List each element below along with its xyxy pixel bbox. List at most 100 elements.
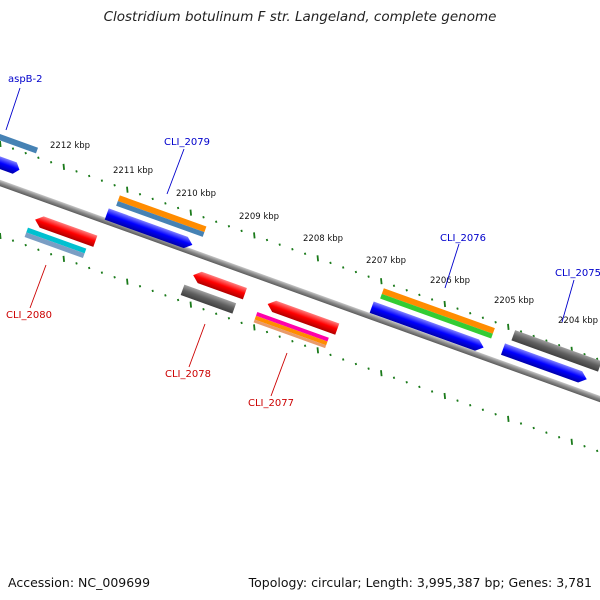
leader-CLI_2075	[561, 279, 575, 323]
ruler-lower-tick	[443, 392, 446, 400]
ruler-lower-tick	[570, 438, 573, 445]
gene-CLI_2080-steel[interactable]	[24, 232, 85, 259]
gene-aspB-2-cds[interactable]	[0, 150, 21, 176]
gene-label-aspB-2[interactable]: aspB-2	[8, 74, 43, 85]
ruler-upper-tick	[202, 215, 205, 219]
gene-CLI_2079-orange[interactable]	[117, 195, 207, 233]
ruler-upper-tick	[100, 179, 104, 182]
ruler-lower-tick	[557, 435, 561, 439]
ruler-upper-tick	[354, 270, 358, 274]
ruler-lower-tick	[519, 422, 523, 425]
gene-label-CLI_2075[interactable]: CLI_2075	[555, 268, 600, 279]
gene-label-CLI_2079[interactable]: CLI_2079	[164, 137, 210, 148]
ruler-lower-tick	[367, 367, 370, 370]
ruler-lower-tick	[24, 243, 27, 247]
ruler-lower-tick	[49, 253, 53, 256]
ruler-lower-tick	[240, 321, 243, 325]
gene-label-CLI_2076[interactable]: CLI_2076	[440, 233, 486, 244]
leader-CLI_2077	[270, 352, 288, 397]
ruler-upper-tick	[75, 170, 78, 173]
gene-label-CLI_2077[interactable]: CLI_2077	[248, 398, 294, 409]
gene-CLI_2078-gray[interactable]	[180, 284, 237, 314]
ruler-lower-tick	[253, 324, 256, 331]
gene-CLI_2075-gray[interactable]	[511, 330, 600, 372]
ruler-lower-tick	[265, 330, 269, 334]
ruler-upper-tick	[367, 275, 370, 278]
ruler-label-2205: 2205 kbp	[494, 296, 534, 306]
ruler-label-2209: 2209 kbp	[239, 212, 279, 222]
ruler-upper-tick	[240, 229, 243, 233]
gene-label-CLI_2080[interactable]: CLI_2080	[6, 310, 52, 321]
gene-aspB-2-steel[interactable]	[0, 130, 39, 154]
ruler-upper-tick	[405, 289, 408, 292]
ruler-lower-tick	[405, 381, 408, 384]
ruler-upper-tick	[189, 209, 192, 216]
ruler-upper-tick	[469, 311, 472, 315]
ruler-lower-tick	[0, 232, 2, 240]
ruler-upper-tick	[126, 186, 129, 193]
ruler-lower-tick	[596, 449, 599, 453]
ruler-upper-tick	[291, 247, 294, 251]
accession-value: NC_009699	[78, 575, 151, 590]
ruler-upper-tick	[329, 261, 332, 265]
ruler-lower-tick	[227, 317, 231, 320]
ruler-lower-tick	[164, 294, 167, 297]
ruler-lower-tick	[138, 285, 142, 288]
ruler-upper-tick	[583, 353, 586, 356]
gene-CLI_2077-magenta[interactable]	[255, 312, 329, 342]
ruler-lower-tick	[303, 344, 307, 347]
ruler-upper-tick	[24, 151, 27, 155]
gene-CLI_2080-red[interactable]	[33, 214, 98, 247]
ruler-label-2206: 2206 kbp	[430, 276, 470, 286]
ruler-lower-tick	[583, 445, 586, 448]
genome-backbone	[0, 173, 600, 417]
ruler-upper-tick	[164, 202, 167, 205]
ruler-lower-tick	[151, 289, 154, 293]
gene-CLI_2076-cds[interactable]	[369, 301, 486, 354]
ruler-label-2211: 2211 kbp	[113, 166, 153, 176]
ruler-upper-tick	[227, 225, 231, 228]
ruler-upper-tick	[278, 243, 281, 246]
gene-CLI_2077-salmon[interactable]	[253, 319, 327, 349]
ruler-lower-tick	[126, 278, 129, 285]
gene-CLI_2076-green[interactable]	[380, 293, 493, 339]
ruler-lower-tick	[100, 271, 104, 274]
ruler-upper-tick	[342, 266, 345, 269]
ruler-upper-tick	[507, 323, 510, 330]
gene-CLI_2079-cds[interactable]	[104, 208, 195, 250]
ruler-upper-tick	[532, 334, 535, 338]
gene-CLI_2078-red[interactable]	[191, 269, 247, 300]
ruler-lower-tick	[176, 298, 180, 302]
ruler-lower-tick	[291, 339, 294, 343]
gene-CLI_2077-red[interactable]	[266, 298, 340, 335]
ruler-lower-tick	[62, 255, 65, 262]
gene-CLI_2077-orange[interactable]	[254, 315, 328, 346]
ruler-lower-tick	[392, 376, 396, 379]
gene-CLI_2080-cyan[interactable]	[26, 227, 87, 254]
ruler-lower-tick	[88, 266, 91, 270]
gene-CLI_2076-orange[interactable]	[381, 288, 495, 334]
ruler-upper-tick	[0, 140, 2, 148]
gene-CLI_2079-steel[interactable]	[116, 201, 205, 237]
ruler-upper-tick	[62, 163, 65, 170]
ruler-upper-tick	[557, 343, 561, 347]
ruler-upper-tick	[215, 220, 218, 223]
gene-CLI_2075-cds[interactable]	[500, 343, 589, 384]
ruler-lower-tick	[278, 335, 281, 338]
ruler-upper-tick	[545, 339, 548, 342]
map-title: Clostridium botulinum F str. Langeland, …	[103, 9, 497, 25]
ruler-upper-tick	[596, 357, 599, 361]
ruler-label-2207: 2207 kbp	[366, 256, 406, 266]
topology-text: Topology: circular; Length: 3,995,387 bp…	[248, 575, 592, 590]
ruler-label-2210: 2210 kbp	[176, 189, 216, 199]
ruler-upper-tick	[519, 330, 523, 333]
ruler-lower-tick	[113, 275, 116, 279]
ruler-upper-tick	[392, 284, 396, 287]
gene-label-CLI_2078[interactable]: CLI_2078	[165, 369, 211, 380]
ruler-lower-tick	[202, 307, 205, 311]
accession-prefix: Accession:	[8, 575, 75, 590]
ruler-lower-tick	[75, 262, 78, 265]
leader-CLI_2076	[444, 243, 460, 289]
ruler-lower-tick	[418, 385, 421, 389]
